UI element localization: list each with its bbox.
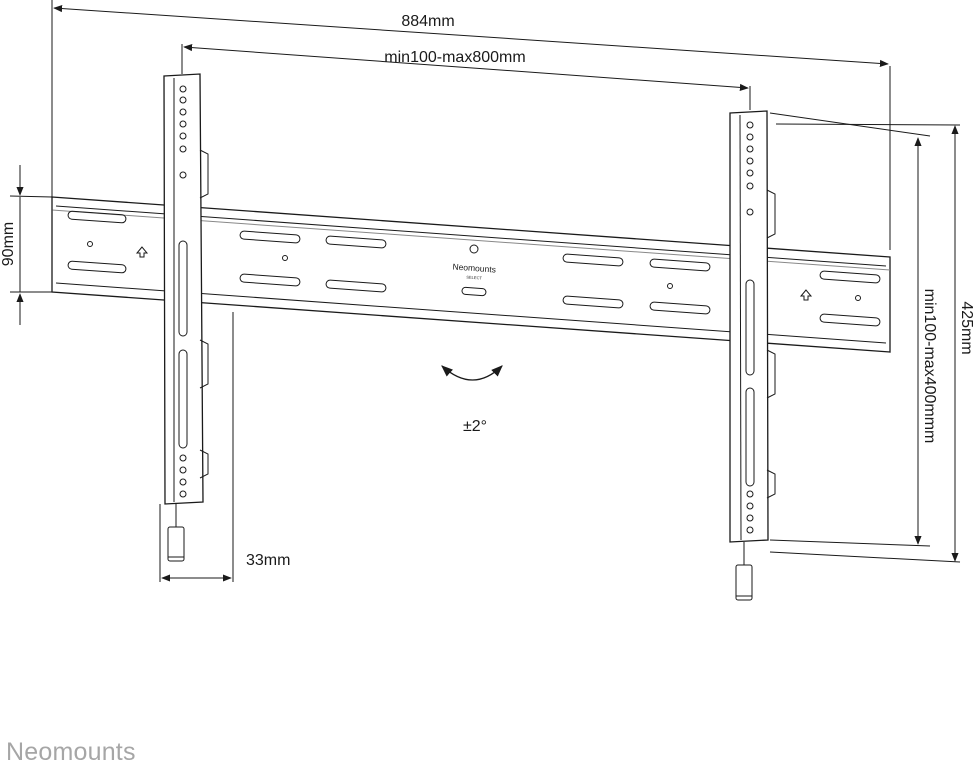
right-bracket: [729, 110, 776, 601]
label-depth: 33mm: [246, 552, 290, 569]
left-bracket: [163, 73, 209, 562]
label-rail-height: 90mm: [0, 222, 17, 266]
rail-slots: [67, 210, 881, 327]
label-overall-width: 884mm: [401, 13, 454, 30]
label-overall-height: 425mm: [958, 301, 975, 354]
brand-logo: Neomounts: [6, 738, 136, 766]
dimension-vesa-horizontal: [181, 43, 751, 110]
dimension-depth: [159, 312, 234, 582]
label-vesa-horizontal: min100-max800mm: [384, 49, 525, 66]
label-vesa-vertical: min100-max400mmm: [921, 289, 938, 444]
label-tilt: ±2°: [463, 418, 487, 435]
rail-logo: Neomounts: [452, 261, 496, 274]
dimension-overall-width: [51, 0, 891, 292]
dimension-overall-height: [769, 123, 961, 563]
right-bracket-holes: [746, 121, 754, 534]
dimension-rail-height: [9, 165, 53, 325]
rail-logo-sub: SELECT: [466, 274, 482, 280]
tilt-arc: [441, 365, 503, 381]
